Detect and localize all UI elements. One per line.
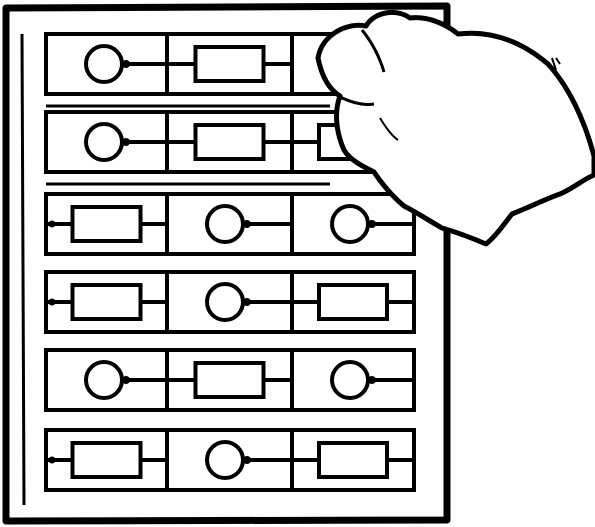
- rectangle-symbol: [73, 285, 141, 319]
- circle-symbol: [86, 124, 122, 160]
- rectangle-symbol: [196, 363, 264, 397]
- circle-symbol: [332, 362, 368, 398]
- connector-dot: [49, 457, 56, 464]
- circle-symbol: [86, 362, 122, 398]
- circle-symbol: [86, 46, 122, 82]
- circle-symbol: [207, 206, 243, 242]
- connector-dot: [49, 221, 56, 228]
- row-4: [46, 272, 414, 332]
- rectangle-symbol: [319, 443, 387, 477]
- connector-dot: [49, 299, 56, 306]
- row-3: [46, 194, 414, 254]
- rectangle-symbol: [196, 47, 264, 81]
- rectangle-symbol: [196, 125, 264, 159]
- circle-symbol: [207, 284, 243, 320]
- rectangle-symbol: [319, 285, 387, 319]
- rectangle-symbol: [73, 207, 141, 241]
- card-left-shadow-edge: [22, 34, 24, 505]
- rectangle-symbol: [73, 443, 141, 477]
- circle-symbol: [207, 442, 243, 478]
- row-6: [46, 430, 414, 490]
- row-5: [46, 350, 414, 410]
- circle-symbol: [332, 206, 368, 242]
